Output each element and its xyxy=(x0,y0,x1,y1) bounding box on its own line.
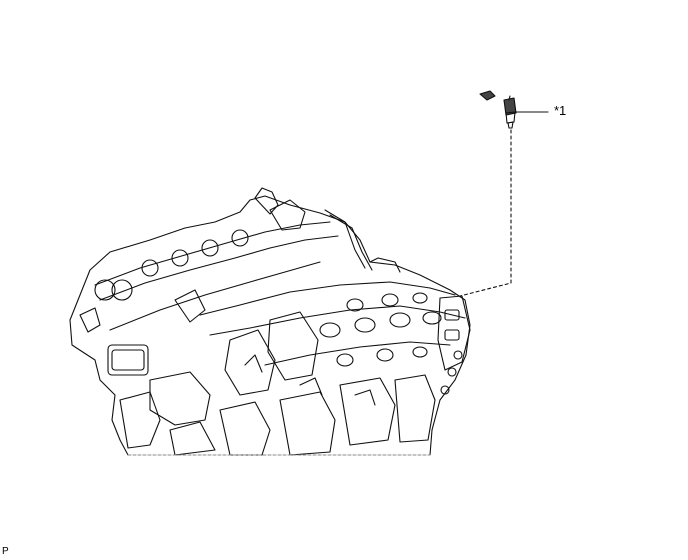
sensor-component xyxy=(503,95,517,129)
engine-block-illustration xyxy=(69,187,471,456)
clip-component xyxy=(479,90,496,101)
install-guide-dashed-line xyxy=(459,129,512,297)
figure-code: P xyxy=(2,546,9,557)
callout-label-1: *1 xyxy=(554,103,567,118)
